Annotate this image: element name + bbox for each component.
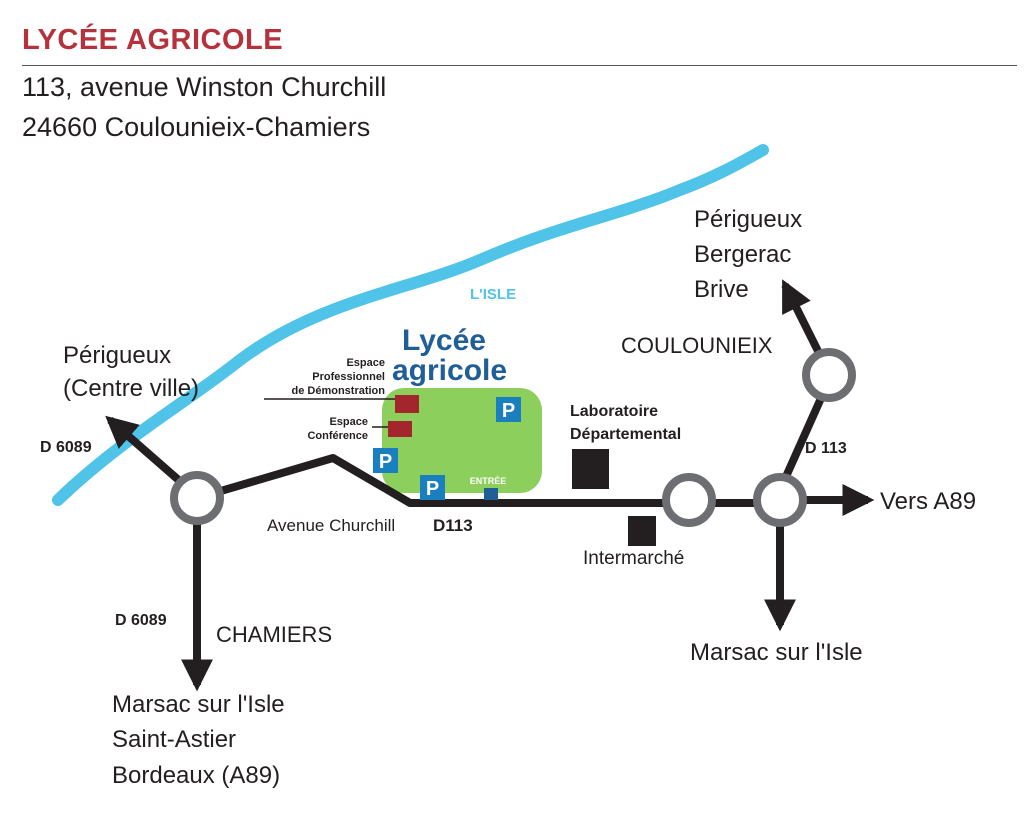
river-isle: [52, 144, 769, 506]
intermarche-label: Intermarché: [583, 548, 684, 569]
d113-north-label: D 113: [805, 440, 847, 457]
road-brive-branch: [781, 279, 824, 357]
sw-destination-2: Saint-Astier: [112, 726, 236, 753]
parking-symbol: P: [502, 400, 515, 422]
espace-pro-label-1: Espace: [346, 357, 385, 369]
nw-destination-1: Périgueux: [63, 342, 171, 369]
ne-destination-3: Brive: [694, 276, 749, 303]
road-avenue-churchill: [195, 454, 640, 507]
d6089-north-label: D 6089: [40, 439, 92, 456]
river-label: L'ISLE: [470, 286, 516, 303]
entrance-marker: [484, 488, 498, 500]
espace-conf-label-1: Espace: [329, 416, 368, 428]
building-espace-conf: [388, 421, 412, 437]
se-destination: Marsac sur l'Isle: [690, 639, 863, 666]
address-city: 24660 Coulounieix-Chamiers: [22, 112, 371, 142]
building-espace-pro: [395, 395, 419, 413]
parking-symbol: P: [379, 451, 392, 473]
chamiers-label: CHAMIERS: [216, 622, 332, 647]
espace-conf-label-2: Conférence: [307, 430, 368, 442]
avenue-label: Avenue Churchill: [267, 516, 395, 535]
espace-pro-label-2: Professionnel: [312, 371, 385, 383]
entrance-label: ENTRÉE: [470, 476, 507, 486]
parking-symbol: P: [426, 478, 439, 500]
d6089-south-label: D 6089: [115, 612, 167, 629]
roundabout-d113: [753, 473, 807, 527]
parking-sign-3: P: [420, 475, 445, 500]
roundabout-chamiers: [170, 471, 224, 525]
building-intermarche: [628, 516, 656, 546]
coulounieix-label: COULOUNIEIX: [621, 333, 773, 358]
roundabout-coulounieix: [802, 348, 856, 402]
school-name-line1: Lycée: [402, 324, 486, 357]
espace-pro-label-3: de Démonstration: [291, 385, 385, 397]
d113-label: D113: [433, 516, 473, 535]
address-street: 113, avenue Winston Churchill: [22, 72, 387, 102]
parking-sign-1: P: [496, 397, 521, 422]
sw-destination-3: Bordeaux (A89): [112, 762, 280, 789]
title-divider: [22, 65, 1017, 66]
sw-destination-1: Marsac sur l'Isle: [112, 691, 285, 718]
building-laboratoire: [572, 449, 609, 489]
roundabout-intermarche: [662, 473, 716, 527]
lab-label-1: Laboratoire: [570, 403, 658, 420]
parking-sign-2: P: [373, 448, 398, 473]
school-name-line2: agricole: [392, 354, 507, 387]
ne-destination-2: Bergerac: [694, 241, 791, 268]
road-d6089-north: [105, 415, 193, 494]
page-title: LYCÉE AGRICOLE: [22, 24, 284, 56]
ne-destination-1: Périgueux: [694, 206, 802, 233]
nw-destination-2: (Centre ville): [63, 375, 199, 402]
lab-label-2: Départemental: [570, 426, 681, 443]
east-destination: Vers A89: [880, 488, 976, 515]
